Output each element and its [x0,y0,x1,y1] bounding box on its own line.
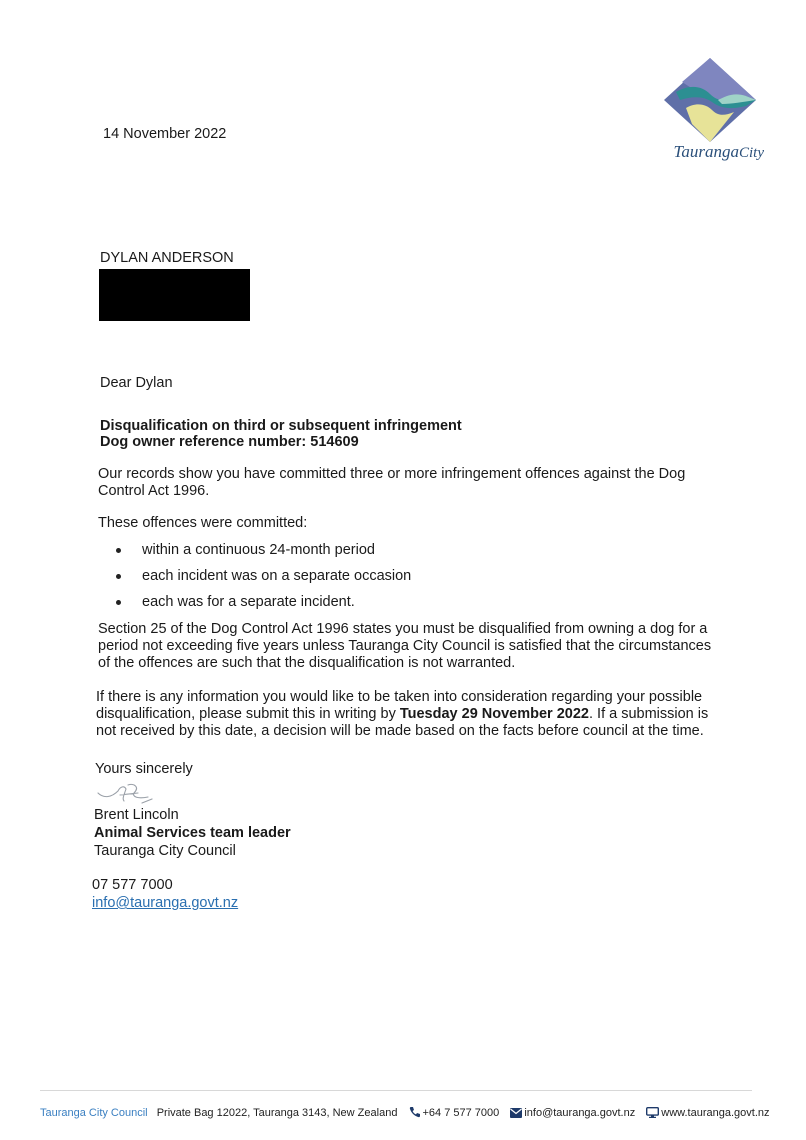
paragraph-submission: If there is any information you would li… [96,689,709,739]
contact-email-link[interactable]: info@tauranga.govt.nz [92,895,239,911]
signer-org: Tauranga City Council [94,843,236,859]
logo-diamond-icon [664,58,756,142]
tauranga-city-logo: TaurangaCity [648,56,764,168]
list-item: each was for a separate incident. [112,594,612,620]
paragraph-records: Our records show you have committed thre… [98,466,686,499]
closing: Yours sincerely [95,761,193,777]
footer-divider [40,1090,752,1091]
logo-wordmark: TaurangaCity [673,142,764,161]
phone-icon [409,1107,420,1118]
contact-phone: 07 577 7000 [92,877,173,893]
footer-email: info@tauranga.govt.nz [524,1107,636,1119]
signer-block: Brent Lincoln Animal Services team leade… [94,806,291,860]
salutation: Dear Dylan [100,375,173,391]
redacted-address-block [99,269,250,321]
paragraph-offences-intro: These offences were committed: [98,515,308,531]
list-item: within a continuous 24-month period [112,542,612,568]
paragraph-section-25: Section 25 of the Dog Control Act 1996 s… [98,621,712,671]
signer-role: Animal Services team leader [94,825,291,841]
footer-website: www.tauranga.govt.nz [661,1107,770,1119]
envelope-icon [510,1108,523,1118]
offence-conditions-list: within a continuous 24-month period each… [112,542,612,620]
footer-org: Tauranga City Council [40,1107,148,1119]
subject-line-1: Disqualification on third or subsequent … [100,418,462,434]
letter-date: 14 November 2022 [103,126,227,142]
footer-phone: +64 7 577 7000 [422,1107,500,1119]
signer-name: Brent Lincoln [94,807,179,823]
list-item: each incident was on a separate occasion [112,568,612,594]
subject-line-2: Dog owner reference number: 514609 [100,434,359,450]
monitor-icon [646,1107,660,1118]
letter-footer: Tauranga City Council Private Bag 12022,… [40,1106,780,1119]
recipient-name: DYLAN ANDERSON [100,250,234,266]
footer-address: Private Bag 12022, Tauranga 3143, New Ze… [156,1107,398,1119]
subject-heading: Disqualification on third or subsequent … [100,418,462,450]
submission-deadline: Tuesday 29 November 2022 [399,706,589,722]
contact-block: 07 577 7000 info@tauranga.govt.nz [92,876,238,912]
signature-icon [97,783,153,804]
